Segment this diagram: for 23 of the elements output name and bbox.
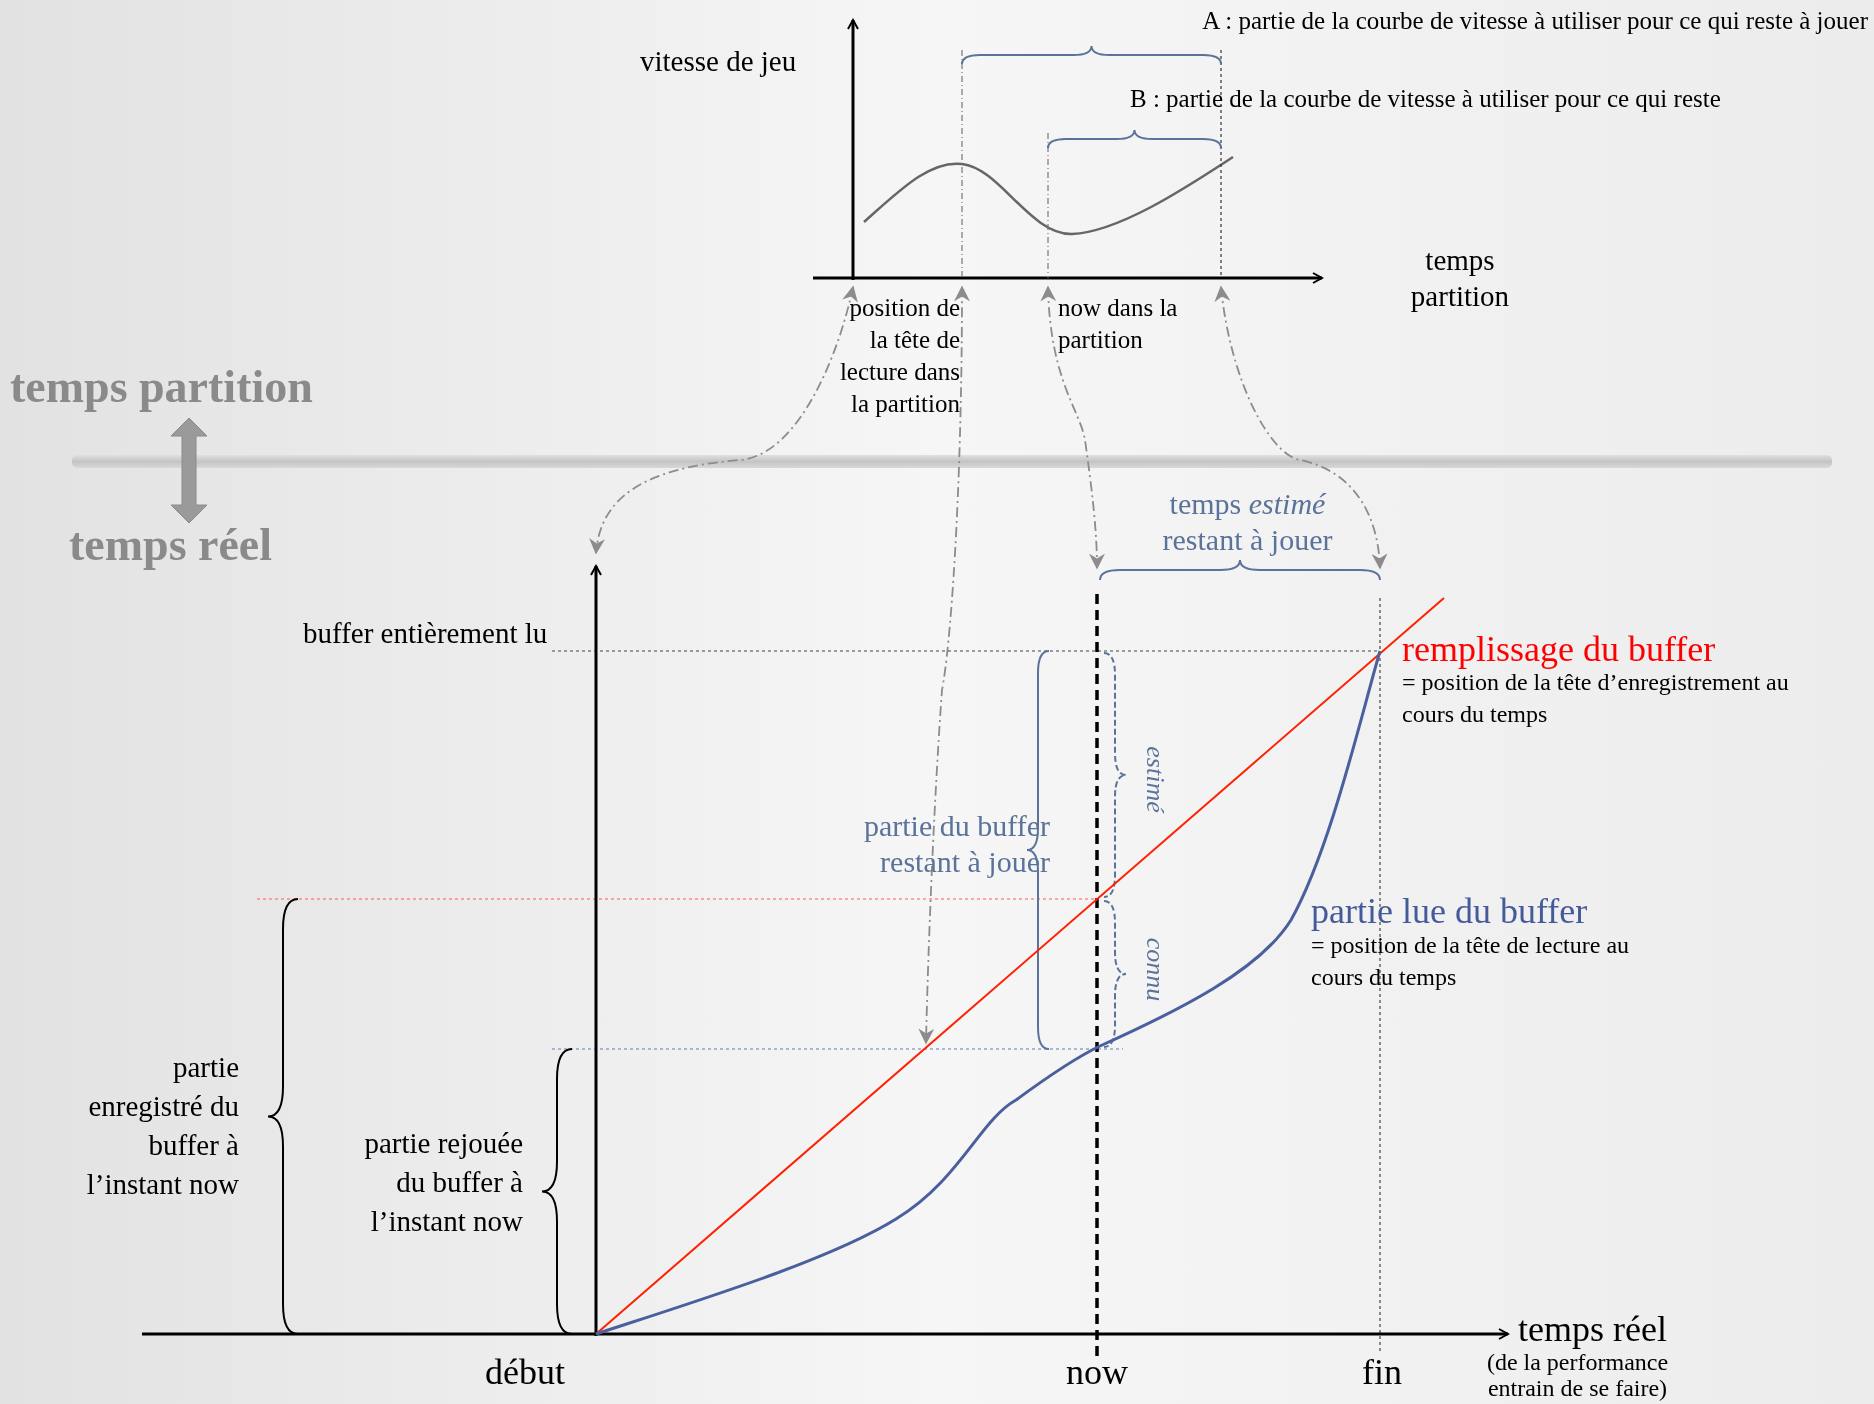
brace-label: connu <box>1140 937 1172 1002</box>
axis-label: vitesse de jeu <box>640 44 797 79</box>
axis-tick-label: fin <box>1362 1351 1402 1394</box>
brace-label: temps estimé restant à jouer <box>1161 486 1334 558</box>
brace-label: partie rejouée du buffer à l’instant now <box>363 1126 523 1239</box>
axis-label: temps partition <box>1409 243 1511 314</box>
annotation-text: = position de la tête d’enregistrement au cours du temps <box>1402 669 1790 729</box>
annotation-text: A : partie de la courbe de vitesse à utiliser pour ce qui reste à jouer <box>1202 6 1868 36</box>
brace-label: partie enregistré du buffer à l’instant now <box>86 1050 239 1202</box>
curve-label: partie lue du buffer <box>1311 890 1588 933</box>
axis-label: temps réel <box>1518 1308 1667 1351</box>
axis-label: (de la performance entrain de se faire) <box>1485 1349 1670 1401</box>
annotation-text: now dans la partition <box>1058 293 1178 355</box>
annotation-text: B : partie de la courbe de vitesse à utiliser pour ce qui reste <box>1130 84 1721 114</box>
annotation-text: buffer entièrement lu <box>303 616 548 651</box>
axis-tick-label: début <box>485 1351 565 1394</box>
annotation-text: position de la tête de lecture dans la partition <box>838 293 960 419</box>
annotation-text: = position de la tête de lecture au cours du temps <box>1311 931 1631 992</box>
section-label: temps partition <box>10 360 313 414</box>
brace-label: estimé <box>1139 746 1171 813</box>
axis-tick-label: now <box>1066 1351 1128 1394</box>
curve-label: remplissage du buffer <box>1402 628 1716 671</box>
section-label: temps réel <box>69 518 273 572</box>
